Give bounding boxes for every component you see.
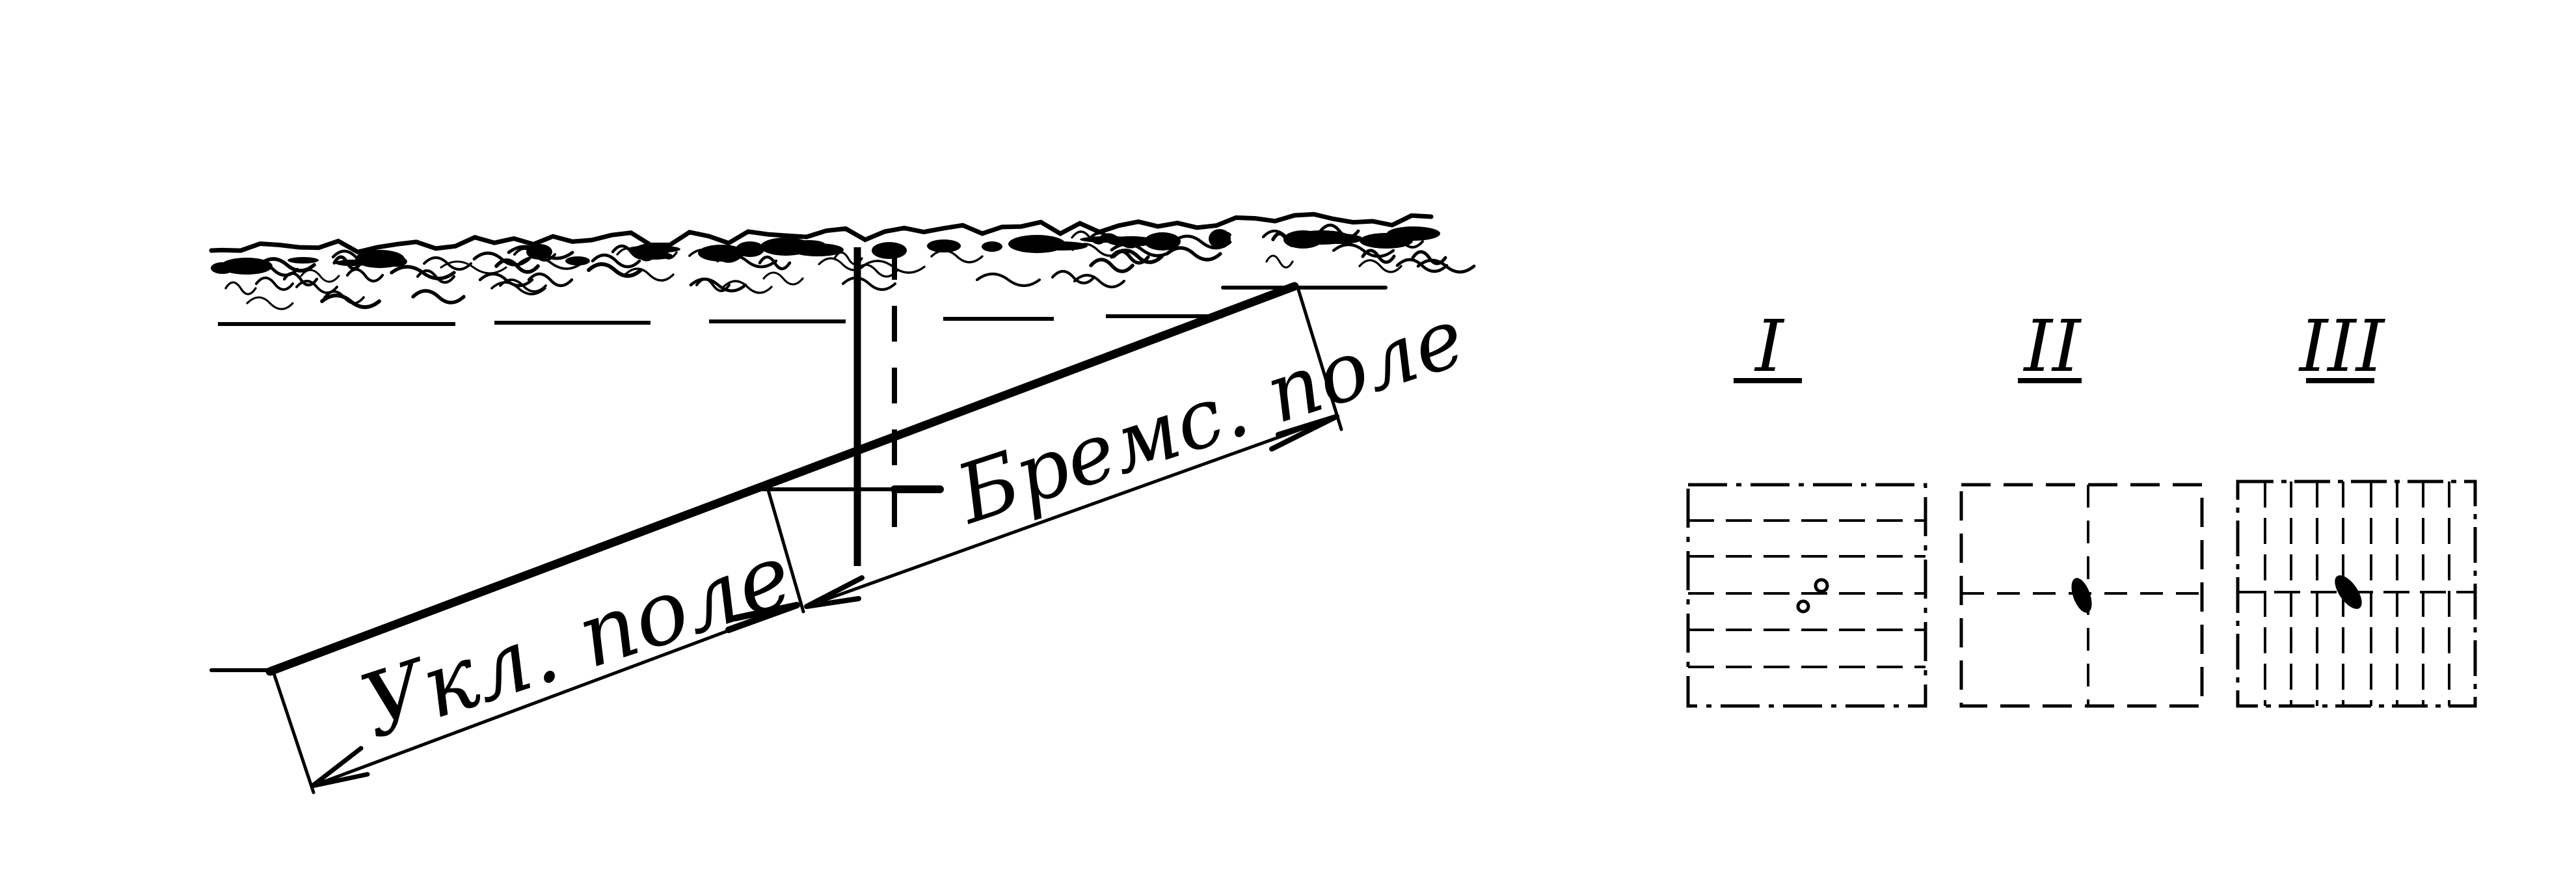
ground-texture (1051, 269, 1096, 285)
ground-texture (518, 256, 584, 270)
panel-outline (1686, 483, 1927, 708)
ground-texture (1265, 254, 1294, 269)
ground-texture (627, 245, 680, 253)
ground-texture (1089, 258, 1134, 273)
ground-texture (300, 269, 340, 283)
ground-texture (331, 249, 381, 265)
ground-line (218, 314, 1223, 326)
ground-texture (332, 255, 362, 271)
ground-texture (1261, 229, 1311, 245)
ground-texture (1271, 232, 1301, 247)
ground-texture (689, 277, 747, 293)
ground-texture (930, 249, 984, 264)
ground-texture (758, 255, 792, 271)
ground-texture (494, 258, 540, 274)
ground-texture (872, 242, 907, 259)
inclined-seam (209, 282, 1388, 676)
ground-texture (644, 245, 678, 260)
ground-texture (688, 249, 743, 263)
ground-texture (1165, 246, 1222, 262)
ground-surface (209, 211, 1476, 310)
ground-texture (565, 256, 590, 265)
ground-texture (440, 260, 507, 275)
ground-texture (975, 272, 1041, 288)
shaft-mark (2335, 575, 2362, 609)
ground-texture (1073, 274, 1125, 288)
ground-texture (490, 281, 546, 295)
ground-texture (390, 265, 456, 280)
ground-texture (1332, 243, 1395, 258)
ground-texture (1358, 259, 1402, 273)
ground-texture (587, 262, 643, 278)
ground-texture (385, 256, 407, 267)
ground-texture (255, 277, 294, 291)
ground-texture (1144, 232, 1181, 251)
scheme-2: II (1959, 305, 2204, 708)
ground-texture (624, 267, 675, 282)
ground-texture (716, 253, 778, 269)
scheme-numeral: II (2023, 305, 2082, 388)
panel-outline (2236, 480, 2477, 708)
scheme-1: I (1686, 305, 1927, 708)
ground-texture (1008, 235, 1066, 253)
ground-texture (211, 262, 234, 274)
ground-texture (478, 272, 534, 288)
vertical-shaft (853, 244, 897, 566)
ground-texture (1171, 234, 1232, 250)
ground-texture (792, 240, 825, 249)
ground-texture (1319, 223, 1360, 239)
ground-texture (224, 281, 257, 295)
field-label-right: Бремс. поле (945, 290, 1475, 543)
scheme-numeral: I (1754, 305, 1785, 388)
dimension-arrow-right (805, 414, 1339, 608)
ground-texture (722, 280, 773, 294)
ground-texture (221, 258, 273, 275)
ground-texture (288, 257, 319, 264)
ground-texture (320, 293, 381, 309)
ground-texture (1361, 249, 1396, 264)
ground-texture (246, 296, 294, 310)
shaft-mark (1796, 599, 1810, 614)
ground-texture (616, 247, 658, 262)
ground-texture (982, 241, 1002, 252)
dimension-arrow-left (310, 603, 799, 788)
ground-texture (295, 280, 338, 294)
ground-surface-edge (209, 211, 1434, 255)
ground-texture (472, 251, 531, 267)
ground-texture (1395, 258, 1449, 273)
scheme-numeral: III (2298, 305, 2386, 388)
ground-texture (513, 247, 556, 262)
ground-texture (1071, 230, 1108, 245)
ground-texture (1416, 258, 1476, 274)
dimension-lines (271, 286, 1343, 794)
ground-texture (927, 239, 961, 252)
scheme-3: III (2236, 305, 2477, 708)
ground-texture (1387, 226, 1440, 241)
ground-texture (527, 272, 574, 288)
ground-texture (345, 267, 384, 283)
ground-texture (1110, 249, 1150, 265)
panel-outline (1959, 483, 2204, 708)
ground-texture (411, 289, 466, 305)
ground-texture (762, 271, 804, 286)
ground-texture (507, 245, 574, 260)
ground-texture (247, 262, 299, 277)
ground-texture (611, 244, 651, 260)
ground-texture (841, 276, 897, 291)
ground-texture (1293, 230, 1351, 245)
ground-texture (698, 245, 745, 262)
ground-texture (591, 253, 641, 269)
shaft-mark (2071, 578, 2092, 613)
ground-texture (1110, 242, 1175, 258)
ground-texture (1381, 234, 1424, 249)
ground-texture (1095, 233, 1144, 249)
ground-texture (258, 257, 316, 273)
